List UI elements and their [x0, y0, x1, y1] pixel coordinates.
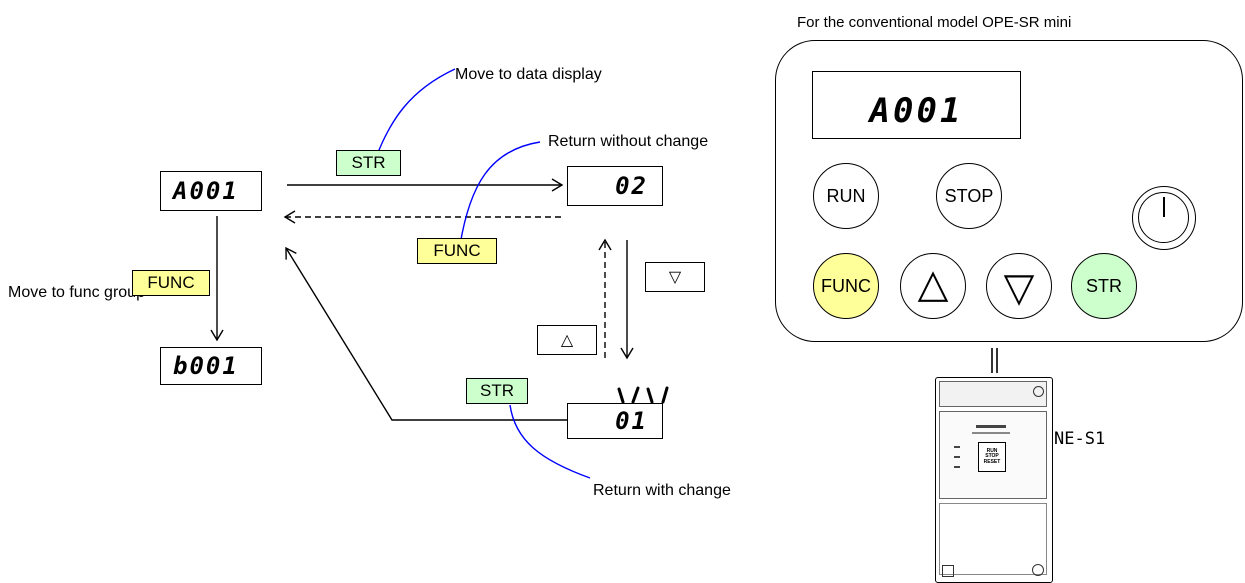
label-return-without-change: Return without change	[548, 133, 709, 150]
display-value-02: 02	[567, 166, 663, 206]
knob-indicator	[1163, 197, 1165, 217]
device-lower-cover	[939, 503, 1047, 575]
down-button[interactable]: ▽	[986, 253, 1052, 319]
screw-top-icon	[1033, 386, 1044, 397]
label-move-to-func-group: Move to func group	[8, 284, 145, 301]
arrow-return-with-change	[285, 246, 567, 421]
mount-hole-icon	[942, 565, 954, 577]
blink-marks	[617, 386, 669, 404]
up-key-box: △	[537, 325, 597, 355]
device-logo	[976, 425, 1006, 428]
device-model-label: NE-S1	[1054, 429, 1106, 449]
up-triangle-icon: △	[560, 332, 574, 349]
panel-screen: A001	[812, 71, 1021, 139]
down-triangle-icon: ▽	[1003, 266, 1035, 310]
device-run-text: RUN	[986, 447, 998, 454]
screw-bottom-icon	[1032, 564, 1044, 576]
led-1-icon	[954, 446, 960, 448]
device-reset-text: RESET	[983, 458, 1001, 465]
display-a001: A001	[160, 171, 262, 211]
func-key-group: FUNC	[132, 270, 210, 296]
up-triangle-icon: △	[917, 262, 949, 306]
led-3-icon	[954, 466, 960, 468]
str-key-to-data: STR	[336, 150, 401, 176]
label-move-to-data-display: Move to data display	[455, 66, 602, 83]
callout-return-with-change	[509, 404, 591, 479]
frequency-knob[interactable]	[1132, 186, 1196, 250]
display-b001: b001	[160, 347, 262, 385]
str-button[interactable]: STR	[1071, 253, 1137, 319]
func-key-return: FUNC	[417, 238, 497, 264]
label-return-with-change: Return with change	[593, 482, 731, 499]
device-front-panel: RUN STOP RESET	[939, 411, 1047, 499]
device-run-stop-reset-key: RUN STOP RESET	[978, 442, 1006, 472]
panel-screen-text: A001	[869, 91, 964, 131]
callout-return-without-change	[459, 141, 541, 246]
led-2-icon	[954, 456, 960, 458]
device-top-cover	[939, 381, 1047, 407]
callout-move-to-data	[374, 68, 456, 161]
display-value-01: 01	[567, 403, 663, 439]
inverter-device: RUN STOP RESET	[935, 377, 1053, 583]
str-key-confirm: STR	[466, 378, 528, 404]
down-triangle-icon: ▽	[668, 269, 682, 286]
func-button[interactable]: FUNC	[813, 253, 879, 319]
run-button[interactable]: RUN	[813, 163, 879, 229]
up-button[interactable]: △	[900, 253, 966, 319]
device-stop-text: STOP	[985, 453, 999, 460]
device-brand-line	[972, 432, 1010, 434]
label-conventional-model: For the conventional model OPE-SR mini	[797, 14, 1072, 31]
down-key-box: ▽	[645, 262, 705, 292]
operator-panel: A001 RUN STOP FUNC △ ▽ STR	[775, 40, 1243, 342]
stop-button[interactable]: STOP	[936, 163, 1002, 229]
knob-inner-ring	[1138, 192, 1189, 243]
